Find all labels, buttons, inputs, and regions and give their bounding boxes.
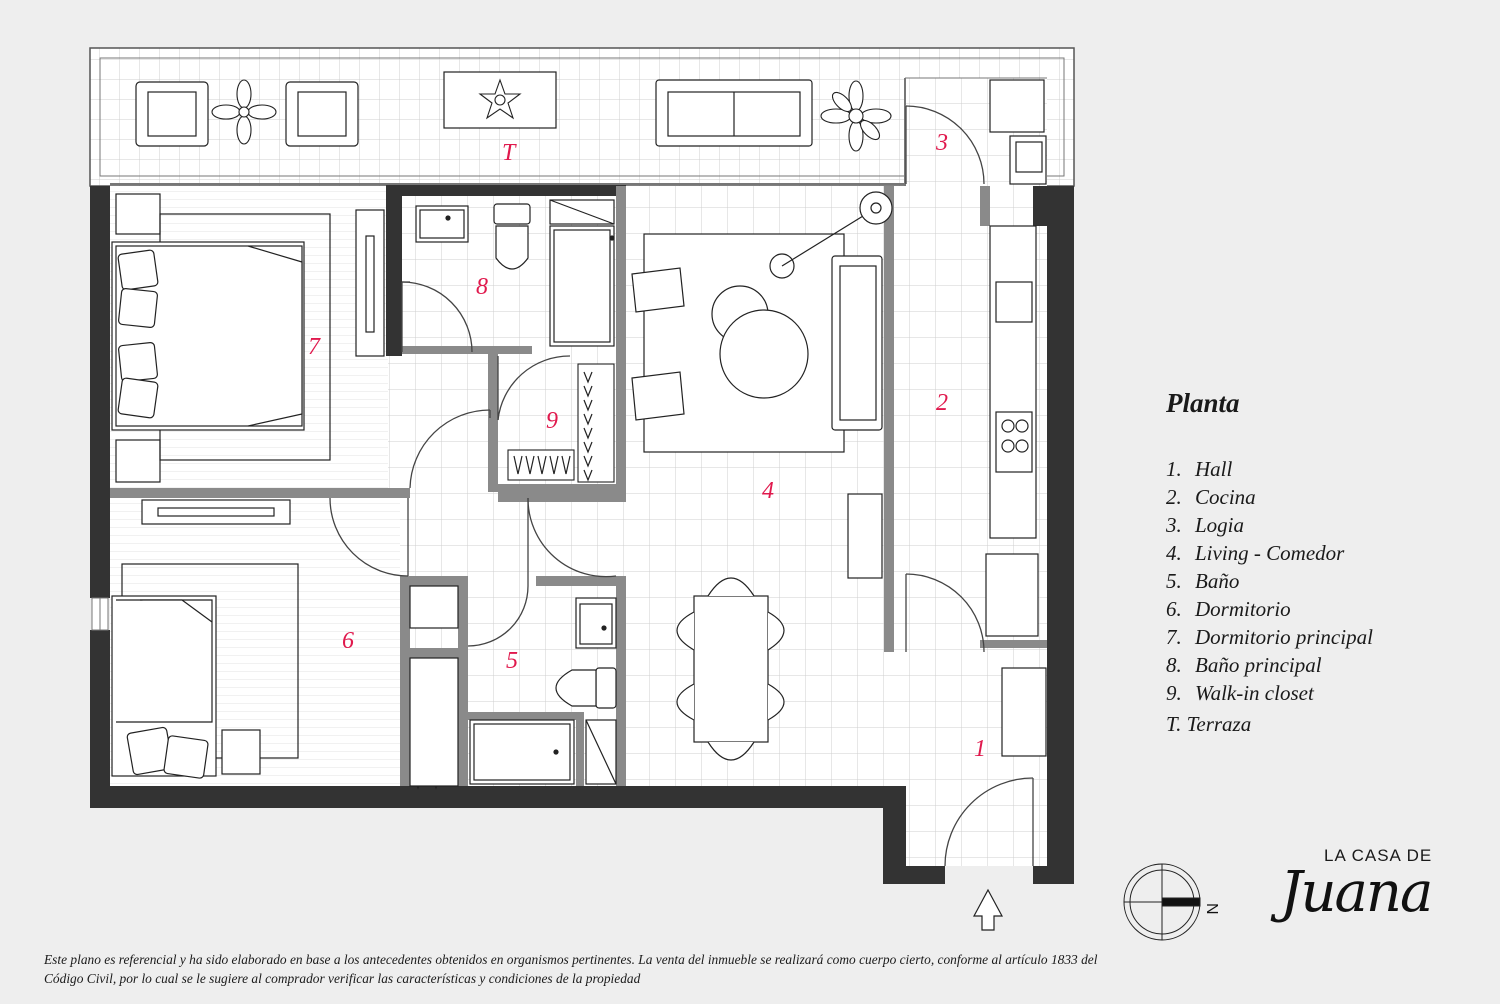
legend-item: 2.Cocina bbox=[1166, 485, 1256, 509]
armchair bbox=[631, 267, 685, 313]
legend-item-terraza: T. Terraza bbox=[1166, 712, 1252, 736]
kitchen-counter bbox=[989, 225, 1037, 539]
hanger bbox=[561, 455, 571, 475]
disclaimer-text: Este plano es referencial y ha sido elab… bbox=[44, 952, 1098, 986]
hanger bbox=[537, 455, 547, 475]
hanger bbox=[583, 385, 593, 398]
nightstand bbox=[115, 439, 161, 483]
dining-table bbox=[693, 595, 769, 743]
hanger bbox=[583, 413, 593, 426]
walk-in-closet bbox=[507, 363, 615, 483]
brand-script-text: Juana bbox=[1280, 860, 1433, 925]
exterior-walls bbox=[90, 184, 1074, 884]
entrance-arrow-icon bbox=[972, 888, 1004, 931]
room-label-5: 5 bbox=[506, 648, 518, 674]
room-label-4: 4 bbox=[762, 478, 774, 504]
terrace-furniture bbox=[135, 71, 813, 147]
nightstand bbox=[115, 193, 161, 235]
plant-icon bbox=[211, 79, 277, 145]
closet bbox=[409, 585, 459, 629]
legend-item: 4.Living - Comedor bbox=[1166, 541, 1345, 565]
living-furniture bbox=[631, 191, 893, 453]
hanger bbox=[525, 455, 535, 475]
room-label-1: 1 bbox=[974, 736, 986, 762]
room-label-9: 9 bbox=[546, 408, 558, 434]
dining-furniture bbox=[676, 577, 785, 761]
doors bbox=[329, 105, 1034, 867]
plant-icon bbox=[820, 80, 892, 152]
kitchen-fixtures bbox=[847, 79, 1047, 757]
bedroom-7-furniture bbox=[111, 193, 385, 483]
legend-list: 1.Hall 2.Cocina 3.Logia 4.Living - Comed… bbox=[1166, 455, 1373, 738]
room-label-t: T bbox=[502, 140, 517, 166]
bedroom-6-furniture bbox=[111, 499, 459, 787]
living-cabinet bbox=[847, 493, 883, 579]
room-label-6: 6 bbox=[342, 628, 354, 654]
armchair bbox=[631, 371, 685, 421]
hanger bbox=[549, 455, 559, 475]
room-label-2: 2 bbox=[936, 390, 948, 416]
room-label-7: 7 bbox=[308, 334, 321, 360]
hanger bbox=[583, 441, 593, 454]
coffee-table bbox=[719, 309, 809, 399]
legend: Planta 1.Hall 2.Cocina 3.Logia 4.Living … bbox=[1166, 388, 1373, 738]
legend-item: 1.Hall bbox=[1166, 457, 1233, 481]
legend-item: 6.Dormitorio bbox=[1166, 597, 1291, 621]
hanger bbox=[513, 455, 523, 475]
legend-item: 7.Dormitorio principal bbox=[1166, 625, 1373, 649]
compass bbox=[1123, 863, 1201, 941]
nightstand bbox=[221, 729, 261, 775]
kitchen-sink bbox=[995, 281, 1033, 323]
room-label-8: 8 bbox=[476, 274, 488, 300]
room-labels: 1 2 3 4 5 6 7 8 9 T bbox=[308, 130, 986, 762]
interior-partitions bbox=[110, 186, 1047, 786]
floor-areas bbox=[89, 47, 1075, 866]
legend-item: 3.Logia bbox=[1166, 513, 1245, 537]
brand-top-text: LA CASA DE bbox=[1324, 846, 1433, 865]
bathroom-8-fixtures bbox=[415, 199, 615, 347]
compass-north-label: N bbox=[1203, 903, 1220, 915]
hanger bbox=[583, 469, 593, 482]
toilet-tank bbox=[493, 203, 531, 225]
hanger bbox=[583, 371, 593, 384]
legend-item: 9.Walk-in closet bbox=[1166, 681, 1314, 705]
room-label-3: 3 bbox=[935, 130, 948, 156]
bathroom-5-fixtures bbox=[469, 597, 617, 785]
legend-item: 5.Baño bbox=[1166, 569, 1240, 593]
closet bbox=[409, 657, 459, 787]
hanger bbox=[583, 455, 593, 468]
plant-icon bbox=[478, 78, 522, 120]
hanger bbox=[583, 399, 593, 412]
legend-item: 8.Baño principal bbox=[1166, 653, 1322, 677]
hall-cabinet bbox=[1001, 667, 1047, 757]
legend-title: Planta bbox=[1166, 388, 1240, 418]
brand-logo: LA CASA DE Juana bbox=[1280, 846, 1480, 966]
toilet-tank bbox=[595, 667, 617, 709]
logia-washer bbox=[989, 79, 1045, 133]
hanger bbox=[583, 427, 593, 440]
fridge bbox=[985, 553, 1039, 637]
